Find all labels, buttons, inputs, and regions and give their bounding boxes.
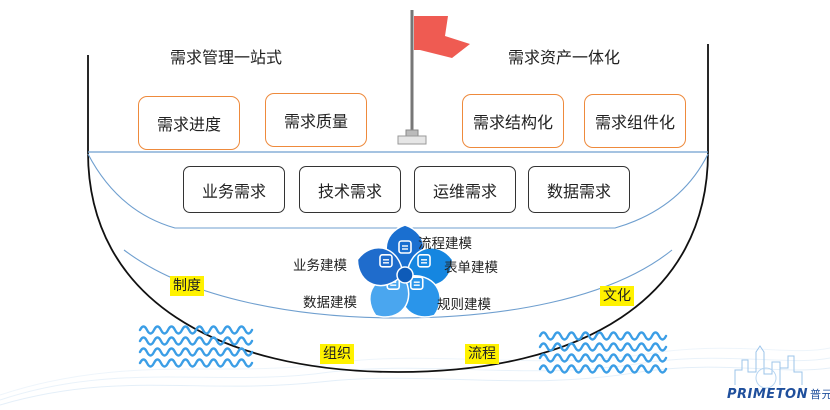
brand-name-cn: 普元 [810, 388, 830, 401]
top-box-progress: 需求进度 [138, 96, 240, 150]
modeling-petal-icon [417, 254, 431, 268]
foundation-culture: 文化 [600, 286, 634, 306]
model-label-business: 业务建模 [293, 258, 347, 274]
flag-pole-base [397, 135, 427, 145]
model-label-rule: 规则建模 [437, 297, 491, 313]
req-type-business: 业务需求 [183, 166, 285, 213]
foundation-organization: 组织 [320, 344, 354, 364]
background-wave-mesh [0, 347, 830, 406]
heading-left: 需求管理一站式 [170, 48, 283, 67]
city-skyline-icon [734, 345, 803, 389]
top-box-structured: 需求结构化 [462, 94, 564, 148]
flag-icon [414, 16, 470, 58]
brand-name: PRIMETON [727, 387, 808, 402]
top-box-componentized: 需求组件化 [584, 94, 686, 148]
foundation-process: 流程 [465, 344, 499, 364]
foundation-system: 制度 [170, 276, 204, 296]
model-label-data: 数据建模 [303, 295, 357, 311]
waves-right-icon [538, 331, 668, 374]
flag-pole-socket [405, 129, 419, 137]
model-label-process: 流程建模 [418, 236, 472, 252]
req-type-operations: 运维需求 [414, 166, 516, 213]
top-box-quality: 需求质量 [265, 93, 367, 147]
modeling-petal-icon [409, 276, 424, 290]
req-type-technical: 技术需求 [299, 166, 401, 213]
modeling-petal-icon [379, 254, 393, 268]
heading-right: 需求资产一体化 [508, 48, 621, 67]
hull-bowl [87, 151, 709, 373]
modeling-petal-icon [398, 240, 412, 254]
modeling-flower-center [396, 266, 414, 284]
modeling-petal [356, 247, 404, 287]
modeling-petal [400, 275, 441, 318]
model-label-form: 表单建模 [444, 260, 498, 276]
modeling-flower [356, 224, 454, 318]
waves-left-icon [138, 325, 254, 368]
req-type-data: 数据需求 [528, 166, 630, 213]
inner-curve-upper [87, 153, 709, 229]
